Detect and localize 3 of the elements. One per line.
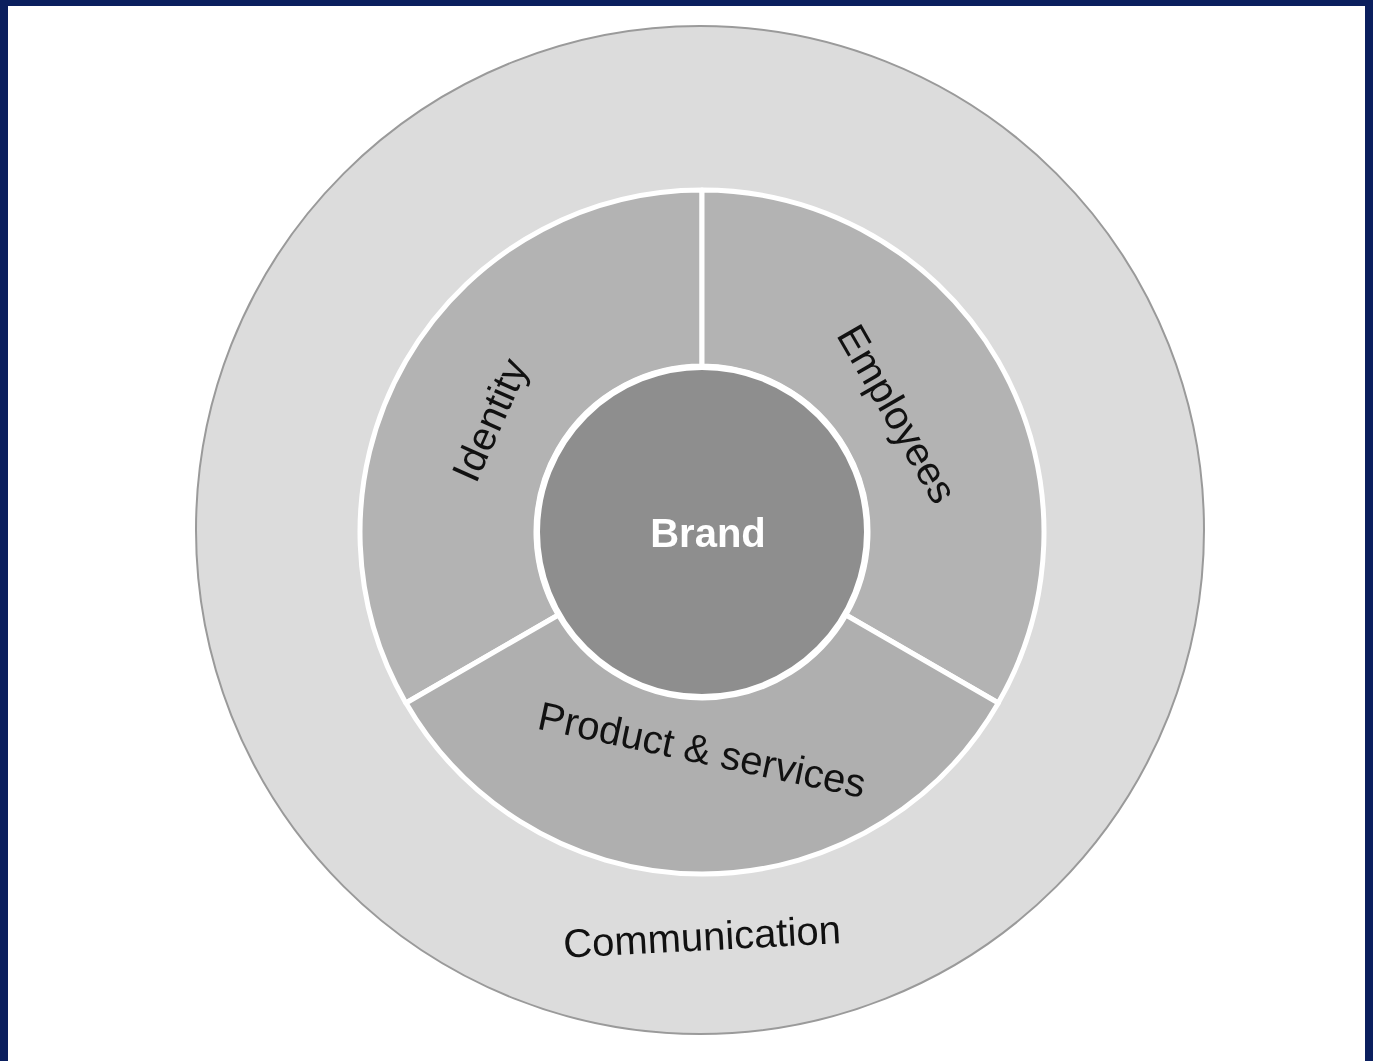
segment-label: Brand [650,510,766,556]
segment-label: Communication [562,907,842,967]
segment-label: Product & services [534,693,870,807]
